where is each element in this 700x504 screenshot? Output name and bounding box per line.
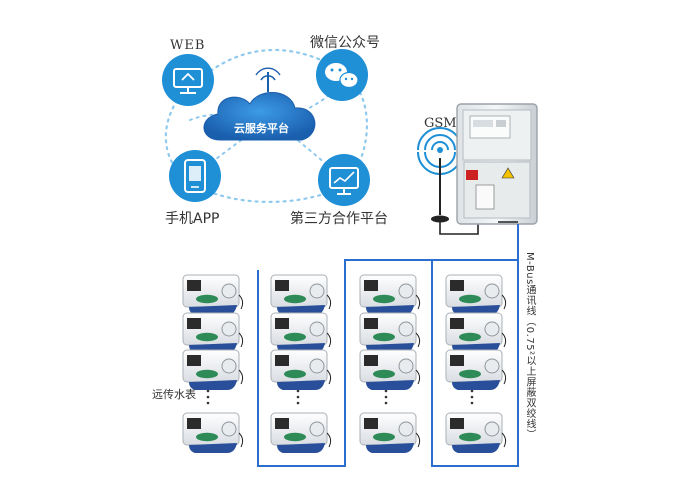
water-meter xyxy=(359,349,421,390)
water-meter xyxy=(445,312,507,353)
phone-icon xyxy=(184,159,206,193)
third-party-node xyxy=(318,154,370,206)
concentrator-box xyxy=(456,103,538,225)
wechat-icon xyxy=(325,63,359,89)
mbus-label: M-Bus通讯线（0.75²以上屏蔽双绞线） xyxy=(524,252,535,440)
gsm-label: GSM xyxy=(424,116,457,131)
meter-ellipsis xyxy=(206,383,474,405)
water-meter xyxy=(445,412,507,453)
chart-icon xyxy=(329,167,359,195)
water-meter xyxy=(182,349,244,390)
water-meter xyxy=(359,312,421,353)
water-meter xyxy=(359,274,421,315)
web-label: WEB xyxy=(170,38,206,53)
antenna-icon xyxy=(417,127,479,235)
cloud-icon xyxy=(203,67,316,141)
wechat-label: 微信公众号 xyxy=(310,35,380,51)
water-meter xyxy=(445,274,507,315)
app-node xyxy=(169,150,221,202)
mbus-wiring xyxy=(257,224,519,467)
water-meter xyxy=(182,274,244,315)
app-label: 手机APP xyxy=(165,211,220,227)
water-meter xyxy=(182,412,244,453)
web-node xyxy=(162,54,214,106)
monitor-icon xyxy=(173,68,203,94)
water-meter xyxy=(445,349,507,390)
water-meter xyxy=(182,312,244,353)
cloud-label: 云服务平台 xyxy=(234,122,289,135)
wechat-node xyxy=(316,49,368,101)
third-party-label: 第三方合作平台 xyxy=(290,211,388,227)
water-meter xyxy=(270,274,332,315)
water-meter-grid xyxy=(182,274,507,453)
water-meter xyxy=(270,412,332,453)
water-meter xyxy=(270,349,332,390)
water-meter xyxy=(270,312,332,353)
meter-label: 远传水表 xyxy=(152,388,196,401)
water-meter xyxy=(359,412,421,453)
